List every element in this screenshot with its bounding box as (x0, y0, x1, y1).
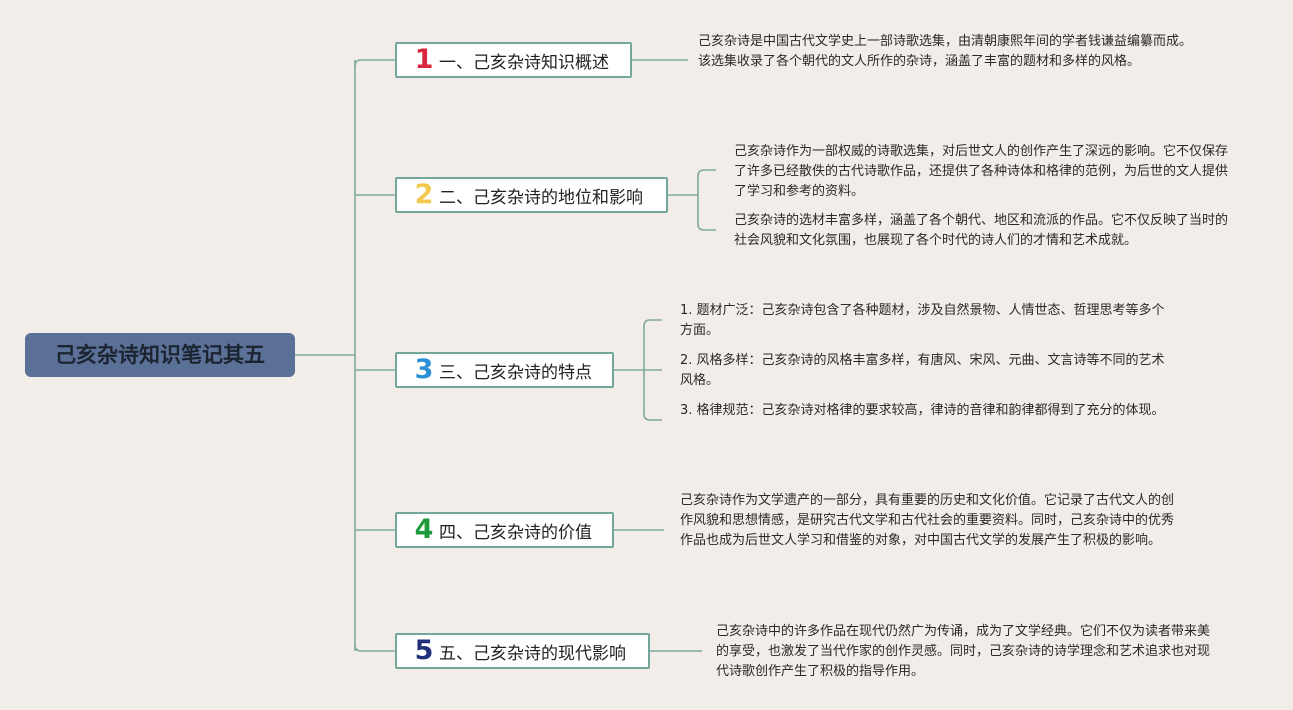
branch-4-label: 四、己亥杂诗的价值 (439, 522, 592, 543)
branch-2-label: 二、己亥杂诗的地位和影响 (439, 187, 643, 208)
branch-3-number-icon: 3 (414, 354, 434, 385)
branch-2-note-2-text: 己亥杂诗的选材丰富多样，涵盖了各个朝代、地区和流派的作品。它不仅反映了当时的社会… (734, 213, 1229, 248)
branch-2-note-2: 己亥杂诗的选材丰富多样，涵盖了各个朝代、地区和流派的作品。它不仅反映了当时的社会… (734, 211, 1229, 251)
branch-2[interactable]: 2 二、己亥杂诗的地位和影响 (395, 177, 668, 213)
branch-3-note-1-text: 1. 题材广泛：己亥杂诗包含了各种题材，涉及自然景物、人情世态、哲理思考等多个方… (680, 303, 1165, 338)
branch-2-note-1-text: 己亥杂诗作为一部权威的诗歌选集，对后世文人的创作产生了深远的影响。它不仅保存了许… (734, 144, 1229, 199)
branch-4-note: 己亥杂诗作为文学遗产的一部分，具有重要的历史和文化价值。它记录了古代文人的创作风… (680, 491, 1175, 551)
branch-3[interactable]: 3 三、己亥杂诗的特点 (395, 352, 614, 388)
branch-1-note-text: 己亥杂诗是中国古代文学史上一部诗歌选集，由清朝康熙年间的学者钱谦益编纂而成。该选… (698, 34, 1193, 69)
branch-3-note-1: 1. 题材广泛：己亥杂诗包含了各种题材，涉及自然景物、人情世态、哲理思考等多个方… (680, 301, 1175, 341)
connector-branch-1 (354, 59, 395, 67)
branch-5-note: 己亥杂诗中的许多作品在现代仍然广为传诵，成为了文学经典。它们不仅为读者带来美的享… (716, 622, 1211, 682)
branch-5-label: 五、己亥杂诗的现代影响 (439, 643, 626, 664)
branch-1-note: 己亥杂诗是中国古代文学史上一部诗歌选集，由清朝康熙年间的学者钱谦益编纂而成。该选… (698, 32, 1198, 72)
branch-4[interactable]: 4 四、己亥杂诗的价值 (395, 512, 614, 548)
branch-3-label: 三、己亥杂诗的特点 (439, 362, 592, 383)
connector-note-2-bracket (697, 169, 716, 231)
branch-3-note-3-text: 3. 格律规范：己亥杂诗对格律的要求较高，律诗的音律和韵律都得到了充分的体现。 (680, 403, 1165, 418)
branch-4-number-icon: 4 (414, 514, 434, 545)
branch-1-label: 一、己亥杂诗知识概述 (439, 52, 609, 73)
branch-3-note-2-text: 2. 风格多样：己亥杂诗的风格丰富多样，有唐风、宋风、元曲、文言诗等不同的艺术风… (680, 353, 1165, 388)
branch-2-note-1: 己亥杂诗作为一部权威的诗歌选集，对后世文人的创作产生了深远的影响。它不仅保存了许… (734, 142, 1229, 202)
branch-1[interactable]: 1 一、己亥杂诗知识概述 (395, 42, 632, 78)
branch-5-note-text: 己亥杂诗中的许多作品在现代仍然广为传诵，成为了文学经典。它们不仅为读者带来美的享… (716, 624, 1211, 679)
branch-5-number-icon: 5 (414, 635, 434, 666)
branch-3-note-3: 3. 格律规范：己亥杂诗对格律的要求较高，律诗的音律和韵律都得到了充分的体现。 (680, 401, 1175, 421)
branch-4-note-text: 己亥杂诗作为文学遗产的一部分，具有重要的历史和文化价值。它记录了古代文人的创作风… (680, 493, 1175, 548)
branch-2-number-icon: 2 (414, 179, 434, 210)
root-topic-label: 己亥杂诗知识笔记其五 (55, 343, 265, 367)
branch-1-number-icon: 1 (414, 44, 434, 75)
root-topic[interactable]: 己亥杂诗知识笔记其五 (25, 333, 295, 377)
branch-5[interactable]: 5 五、己亥杂诗的现代影响 (395, 633, 650, 669)
branch-3-note-2: 2. 风格多样：己亥杂诗的风格丰富多样，有唐风、宋风、元曲、文言诗等不同的艺术风… (680, 351, 1175, 391)
connector-branch-5 (354, 644, 395, 652)
